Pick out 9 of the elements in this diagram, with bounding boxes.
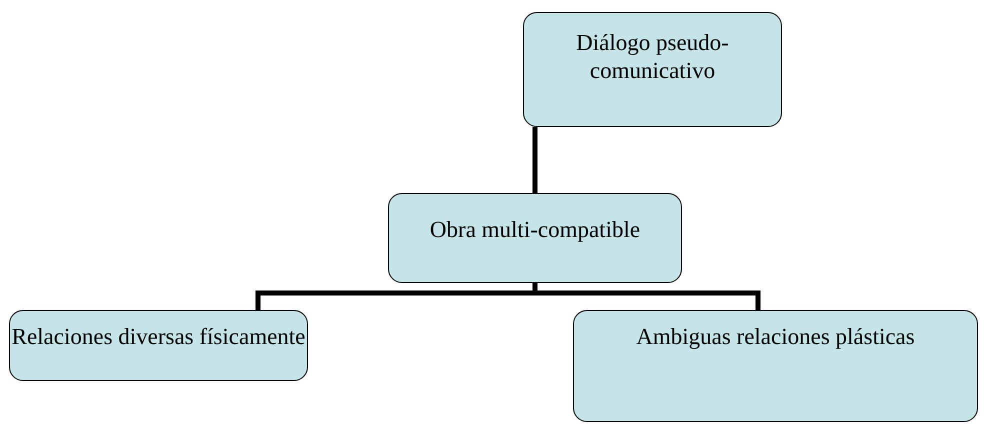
rounded-box <box>388 193 682 283</box>
node-label: Ambiguas relaciones plásticas <box>635 323 916 351</box>
node-label: Obra multi-compatible <box>428 216 642 244</box>
rounded-box <box>9 310 308 381</box>
connector-line <box>532 127 538 193</box>
rounded-box <box>523 12 782 127</box>
rounded-box <box>573 310 978 422</box>
node-label: Relaciones diversas físicamente <box>10 323 306 351</box>
node-label: Diálogo pseudo-comunicativo <box>575 29 730 85</box>
